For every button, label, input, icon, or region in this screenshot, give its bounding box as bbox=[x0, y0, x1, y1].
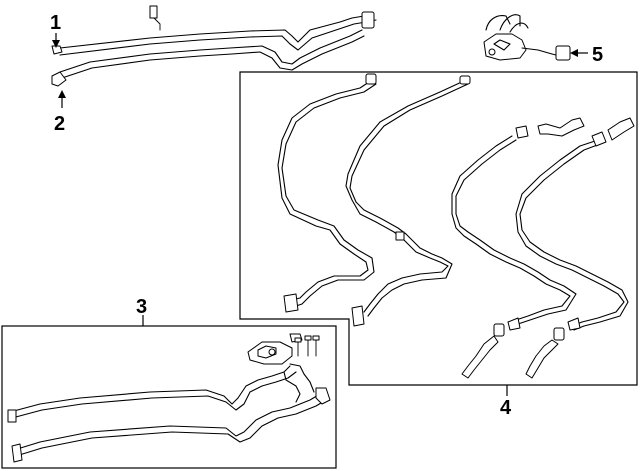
line-clip-stub bbox=[153, 17, 161, 31]
clip-4-lower-a bbox=[493, 323, 505, 337]
hose-4d-top bbox=[607, 117, 635, 141]
abs-line-lower-a bbox=[13, 393, 321, 451]
rear-line-d bbox=[515, 139, 625, 327]
line-upper-b bbox=[59, 19, 377, 56]
abs-drop-a bbox=[283, 371, 301, 403]
callout-2: 2 bbox=[54, 113, 65, 135]
rear-line-a2 bbox=[281, 83, 377, 307]
group-4-frame bbox=[239, 71, 638, 386]
line-upper-a bbox=[55, 13, 375, 51]
valve-sensor bbox=[555, 45, 571, 61]
clip-top-b bbox=[361, 11, 375, 29]
abs-line-lower-b bbox=[15, 399, 327, 457]
hose-4c-top bbox=[537, 117, 585, 137]
bolt-head-3a bbox=[294, 337, 302, 343]
line-lower-b bbox=[61, 35, 365, 79]
fitting-4c-top bbox=[515, 125, 529, 139]
fitting-4b-top bbox=[459, 75, 471, 85]
clip-4b-mid bbox=[395, 231, 405, 241]
fitting-4d-top bbox=[591, 131, 607, 147]
hose-4-lower-a bbox=[461, 335, 499, 379]
valve-port bbox=[493, 39, 511, 51]
brake-valve-assembly bbox=[483, 14, 571, 61]
group-3-frame bbox=[1, 325, 337, 469]
fitting-4a-bottom bbox=[283, 293, 299, 313]
fitting-4a-top bbox=[365, 73, 377, 85]
fitting-4-lower-a bbox=[507, 317, 521, 331]
fitting-3-lower-left bbox=[11, 443, 23, 463]
valve-bracket-arm bbox=[521, 47, 561, 57]
fitting-upper-left bbox=[51, 45, 63, 55]
callout-3: 3 bbox=[136, 296, 147, 318]
rear-line-c bbox=[451, 135, 571, 321]
rear-line-c2 bbox=[455, 139, 577, 325]
callout-4: 4 bbox=[500, 397, 512, 419]
hose-4-lower-b bbox=[525, 339, 559, 379]
valve-line-a bbox=[485, 15, 511, 31]
valve-body bbox=[483, 33, 527, 61]
bolt-head-3c bbox=[312, 335, 320, 341]
abs-module-port bbox=[268, 348, 276, 356]
fitting-lower-left bbox=[51, 71, 67, 87]
fitting-4-lower-b bbox=[567, 317, 581, 331]
bolt-head-3b bbox=[304, 335, 312, 341]
front-line-assembly bbox=[51, 5, 377, 87]
abs-drop-b bbox=[289, 363, 315, 393]
valve-bolt bbox=[488, 48, 496, 56]
callout-1: 1 bbox=[50, 12, 61, 34]
abs-line-upper-a bbox=[9, 365, 291, 413]
valve-line-c bbox=[509, 22, 529, 33]
abs-line-group bbox=[7, 333, 331, 463]
abs-line-upper-b bbox=[11, 371, 297, 419]
callout-5: 5 bbox=[592, 44, 603, 66]
rear-line-group bbox=[277, 73, 635, 379]
fitting-3-upper-left bbox=[7, 409, 17, 423]
rear-line-d2 bbox=[519, 143, 629, 331]
clip-4-lower-b bbox=[553, 327, 565, 341]
fitting-4b-bottom bbox=[351, 305, 365, 327]
rear-line-b2 bbox=[349, 83, 469, 317]
fitting-3-right bbox=[315, 387, 331, 405]
line-lower-a bbox=[59, 29, 363, 73]
valve-line-b bbox=[499, 14, 521, 31]
rear-line-b bbox=[345, 79, 467, 313]
rear-line-a bbox=[277, 79, 373, 301]
clip-top-a bbox=[149, 5, 158, 19]
